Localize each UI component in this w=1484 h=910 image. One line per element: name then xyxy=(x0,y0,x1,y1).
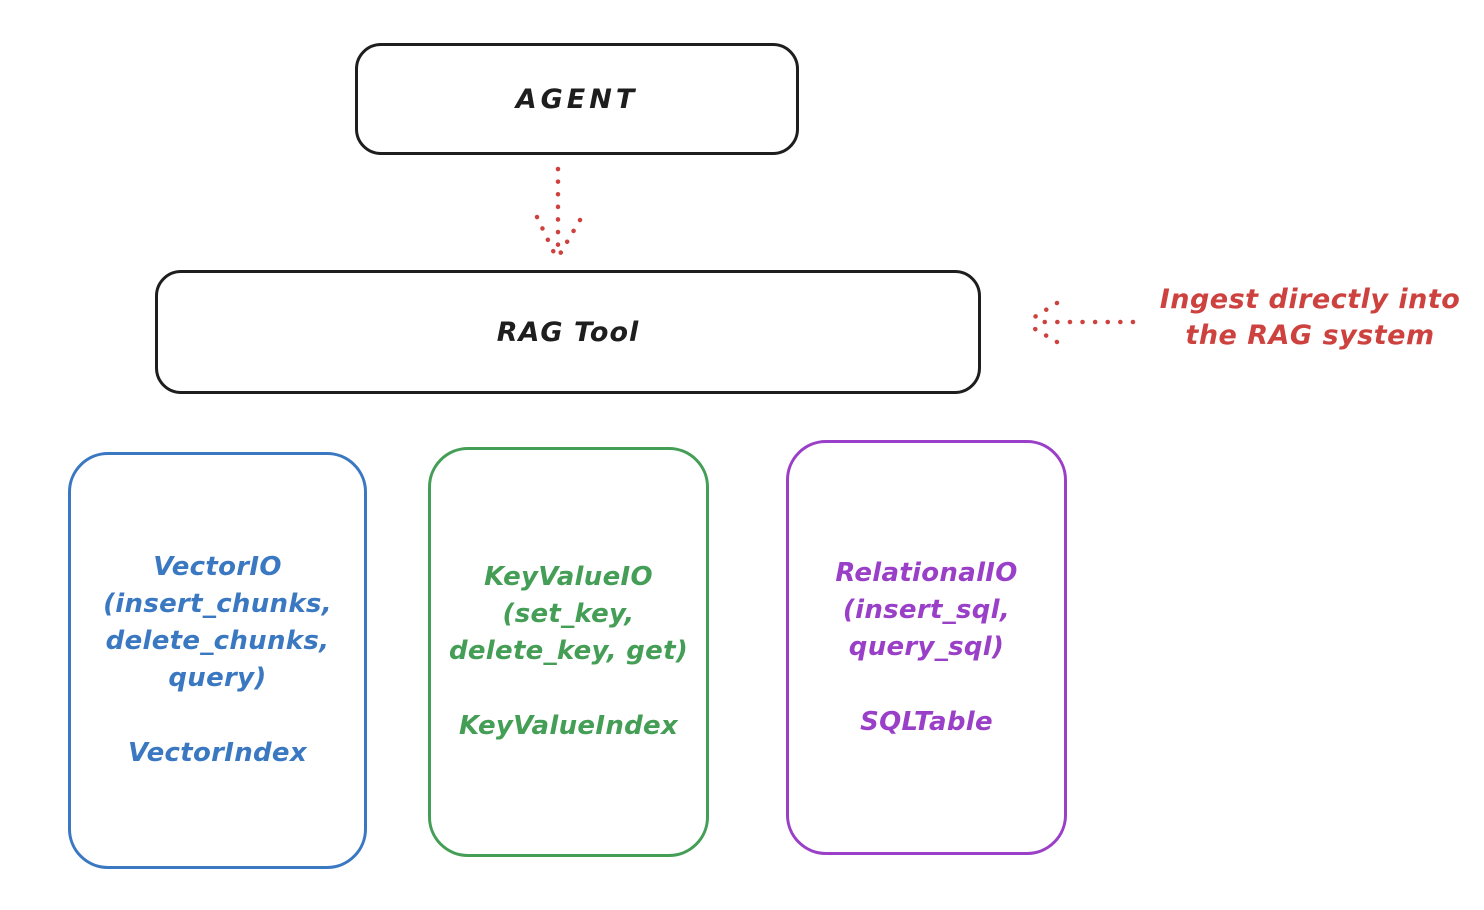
vector-io-title-line: (insert_chunks, xyxy=(103,589,332,619)
relational-io-title-line: RelationalIO xyxy=(835,557,1018,588)
vector-io-footer: VectorIndex xyxy=(128,738,307,768)
agent-node: AGENT xyxy=(355,43,799,155)
keyvalue-io-title-line: KeyValueIO xyxy=(484,562,653,592)
rag-tool-node: RAG Tool xyxy=(155,270,981,394)
dotted-down-arrow-icon xyxy=(534,166,583,262)
vector-io-title-line: delete_chunks, xyxy=(105,626,330,656)
keyvalue-io-title-line: (set_key, xyxy=(502,599,635,629)
relational-io-node: RelationalIO (insert_sql, query_sql) SQL… xyxy=(786,440,1067,855)
vector-io-title-line: VectorIO xyxy=(153,552,282,582)
ingest-annotation-line-2: the RAG system xyxy=(1185,320,1435,351)
rag-tool-node-label: RAG Tool xyxy=(496,316,640,348)
vector-io-title-line: query) xyxy=(168,663,267,693)
ingest-annotation-line-1: Ingest directly into xyxy=(1159,284,1461,315)
relational-io-title-line: (insert_sql, xyxy=(842,594,1011,625)
relational-io-title-line: query_sql) xyxy=(848,631,1005,662)
ingest-annotation: Ingest directly into the RAG system xyxy=(1145,282,1475,354)
keyvalue-io-footer: KeyValueIndex xyxy=(458,711,679,741)
dotted-left-arrow-icon xyxy=(1022,300,1136,345)
vector-io-node: VectorIO (insert_chunks, delete_chunks, … xyxy=(68,452,367,869)
relational-io-footer: SQLTable xyxy=(860,706,993,737)
keyvalue-io-node: KeyValueIO (set_key, delete_key, get) Ke… xyxy=(428,447,709,857)
keyvalue-io-title-line: delete_key, get) xyxy=(448,636,689,666)
agent-node-label: AGENT xyxy=(515,83,639,115)
